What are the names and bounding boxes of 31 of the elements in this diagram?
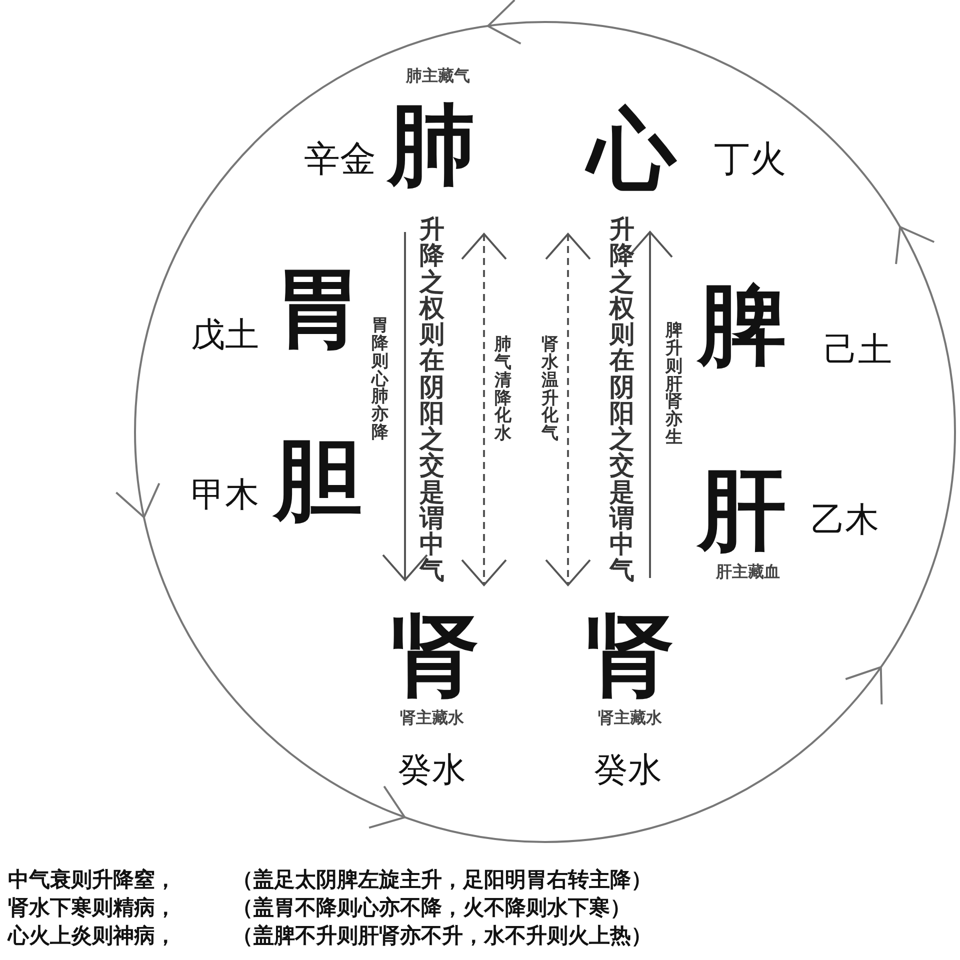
footnote-text: 心火上炎则神病， <box>8 926 176 946</box>
side-note: 肾水温升化气 <box>542 336 558 444</box>
element-label: 戊土 <box>191 318 259 352</box>
organ-character: 肾 <box>586 611 674 699</box>
footnote-text: （盖脾不升则肝肾亦不升，水不升则火上热） <box>232 926 652 946</box>
organ-character: 胆 <box>274 436 362 524</box>
storage-note: 肾主藏水 <box>400 710 464 726</box>
central-note: 升降之权则在阴阳之交是谓中气 <box>610 216 634 584</box>
storage-note: 肾主藏水 <box>598 710 662 726</box>
organ-character: 肝 <box>698 466 786 554</box>
element-label: 癸水 <box>594 753 662 787</box>
organ-character: 胃 <box>274 264 362 352</box>
element-label: 辛金 <box>304 142 376 178</box>
element-label: 癸水 <box>398 753 466 787</box>
element-label: 丁火 <box>714 142 786 178</box>
footnote-text: 肾水下寒则精病， <box>8 898 176 918</box>
side-note: 肺气清降化水 <box>494 336 512 444</box>
side-note: 胃降则心肺亦降 <box>372 318 388 442</box>
central-note: 升降之权则在阴阳之交是谓中气 <box>420 216 444 584</box>
organ-character: 脾 <box>698 281 786 369</box>
storage-note: 肝主藏血 <box>716 564 780 580</box>
organ-character: 肺 <box>388 101 476 189</box>
element-label: 己土 <box>824 333 892 367</box>
element-label: 乙木 <box>811 503 879 537</box>
organ-character: 肾 <box>391 611 479 699</box>
side-note: 脾升则肝肾亦生 <box>666 322 682 448</box>
footnote-text: （盖足太阴脾左旋主升，足阳明胃右转主降） <box>232 870 652 890</box>
storage-note: 肺主藏气 <box>406 68 470 84</box>
footnote-text: 中气衰则升降窒， <box>8 870 176 890</box>
footnote-text: （盖胃不降则心亦不降，火不降则水下寒） <box>232 898 631 918</box>
element-label: 甲木 <box>191 478 259 512</box>
